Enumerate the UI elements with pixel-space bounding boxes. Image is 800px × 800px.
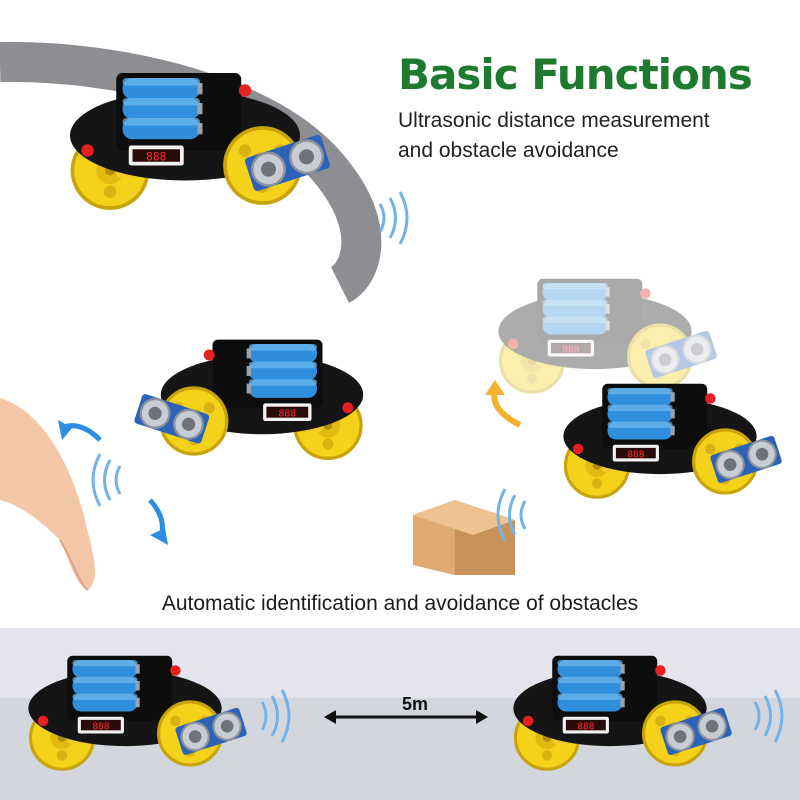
subtitle-line-1: Ultrasonic distance measurement [398, 109, 710, 132]
hand-illustration [0, 398, 96, 591]
ultrasonic-waves-icon [91, 452, 122, 508]
robot-car-on-road [70, 73, 331, 208]
distance-label: 5m [401, 694, 428, 714]
subtitle-line-2: and obstacle avoidance [398, 139, 619, 162]
turn-arrow-up-icon [58, 420, 102, 442]
robot-car-ghost [498, 279, 717, 392]
turn-arrow-down-icon [148, 498, 168, 545]
robot-car-box-avoid [563, 384, 782, 497]
turn-arrow-yellow-icon [485, 380, 522, 428]
cardboard-box [413, 500, 515, 575]
ultrasonic-waves-icon [378, 190, 409, 246]
robot-car-hand-detect [134, 340, 364, 459]
distance-arrow-icon [324, 710, 488, 724]
page-title: Basic Functions [398, 50, 753, 99]
middle-caption: Automatic identification and avoidance o… [161, 592, 639, 615]
